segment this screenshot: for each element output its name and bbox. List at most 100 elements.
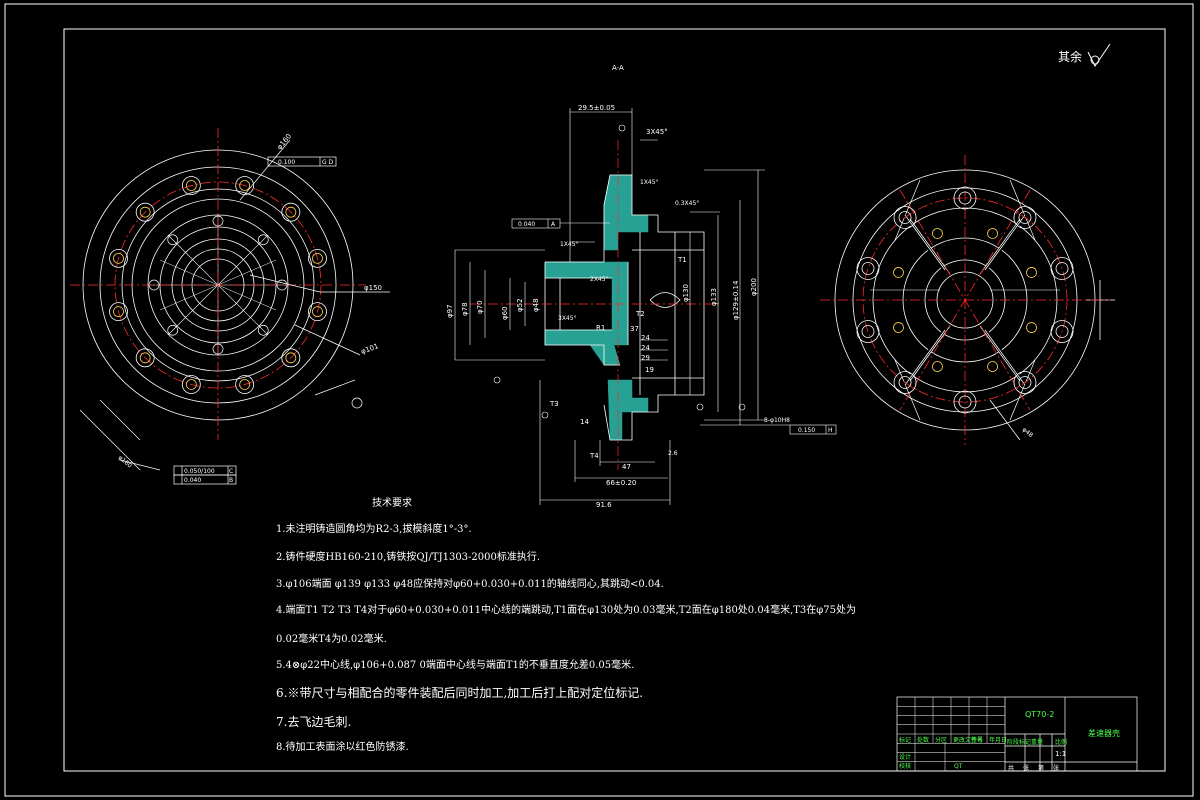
dim-len-37: 37 [630, 325, 639, 333]
bolt-hole [1050, 320, 1074, 343]
left-center-lines [70, 128, 366, 440]
bolt-hole [109, 248, 128, 268]
title-block-label: 第 [1038, 765, 1045, 772]
bolt-hole [181, 375, 201, 394]
dim-len-14: 14 [580, 418, 589, 426]
title-block-label: 标记 [899, 737, 912, 744]
roughness-note: 其余 [1058, 50, 1083, 64]
dim-d60: φ60 [501, 306, 509, 320]
bolt-hole [235, 375, 255, 394]
dim-chamfer-3: 3X45° [558, 315, 577, 322]
bolt-hole [1013, 371, 1037, 394]
right-view [834, 169, 1115, 441]
bolt-hole [135, 202, 155, 222]
inner-hole [1026, 267, 1037, 278]
tech-title: 技术要求 [372, 498, 412, 509]
label-t3: T3 [549, 400, 559, 408]
bolt-hole [856, 257, 880, 280]
dim-len-47: 47 [622, 463, 631, 471]
title-block-label: 更改文件号 [953, 737, 984, 744]
tol-frame-1: 0.040 [518, 221, 535, 228]
dim-len-26: 2.6 [668, 450, 678, 457]
dim-len-29: 29 [641, 354, 650, 362]
inner-hole [167, 234, 179, 246]
dim-chamfer-2: 2X45° [590, 276, 609, 283]
tol-datum-2: H [828, 427, 833, 434]
dim-len-66: 66±0.20 [606, 479, 636, 487]
section-label: A-A [612, 64, 624, 72]
dim-holes: 8-φ10H8 [764, 417, 790, 424]
title-block-label: 张 [1053, 765, 1060, 772]
tol-datum-1: A [551, 221, 556, 228]
section-center [470, 140, 720, 470]
dim-d200: φ200 [750, 278, 758, 296]
title-block-label: 分区 [935, 737, 948, 744]
title-block-label: 处数 [917, 737, 930, 744]
dim-len-24: 24 [641, 334, 650, 342]
dim-len-916: 91.6 [596, 501, 612, 509]
inner-hole [257, 324, 269, 336]
inner-hole [987, 228, 998, 239]
bolt-hole [1050, 257, 1074, 280]
section-outline [544, 174, 705, 441]
inner-hole [1026, 322, 1037, 333]
dim-d97: φ97 [446, 304, 454, 318]
inner-hole [932, 361, 943, 372]
left-tol-e: 0.040 [184, 477, 201, 484]
drawing-number: QT70-2 [1025, 710, 1055, 719]
tech-note: 3.φ106端面 φ139 φ133 φ48应保持对φ60+0.030+0.01… [276, 579, 664, 590]
dim-top-width: 29.5±0.05 [578, 104, 615, 112]
tech-note: 7.去飞边毛刺. [276, 715, 352, 729]
inner-hole [893, 322, 904, 333]
inner-hole [212, 343, 224, 355]
title-block-grid [897, 697, 1005, 771]
bolt-hole [856, 320, 880, 343]
title-block-label: 年月日 [989, 737, 1008, 744]
bolt-hole [281, 348, 301, 368]
left-dim-d: φ180 [117, 454, 133, 469]
bolt-hole [1013, 206, 1037, 229]
tol-frame-2: 0.150 [798, 427, 815, 434]
dim-d130: φ130 [682, 284, 690, 302]
section-dim-lines [454, 108, 790, 505]
left-bolt-holes [109, 176, 327, 394]
dim-chamfer-top: 3X45° [646, 128, 668, 136]
inner-hole [257, 234, 269, 246]
tech-note: 5.4⊗φ22中心线,φ106+0.087 0端面中心线与端面T1的不垂直度允差… [276, 660, 635, 671]
title-block-label: 设计 [899, 754, 912, 761]
bolt-hole [135, 348, 155, 368]
left-tol-b: G D [322, 159, 334, 166]
dim-d139: φ129±0.14 [732, 280, 740, 320]
dim-d48: φ48 [532, 298, 540, 312]
title-block-label: 张 [1023, 765, 1030, 772]
title-block-label: QT [954, 763, 963, 770]
title-block-label: 阶段标记 [1007, 739, 1032, 746]
right-bolt-holes [856, 186, 1074, 414]
tech-note: 0.02毫米T4为0.02毫米. [276, 634, 387, 645]
inner-hole [167, 324, 179, 336]
right-dim: φ48 [1021, 426, 1035, 439]
dim-r1: R1 [596, 324, 605, 332]
dim-d70: φ70 [476, 300, 484, 314]
left-dim-a: φ160 [275, 132, 293, 151]
left-tol-a: 0.100 [278, 159, 295, 166]
inner-hole [987, 361, 998, 372]
right-center [820, 155, 1110, 445]
bolt-hole [308, 248, 327, 268]
tech-note: 2.铸件硬度HB160-210,铸铁按QJ/TJ1303-2000标准执行. [276, 552, 541, 563]
bolt-hole [953, 390, 977, 414]
bolt-hole [109, 302, 128, 322]
left-leaders [79, 139, 390, 471]
title-block-label: 重量 [1031, 739, 1044, 746]
dim-d133: φ133 [710, 288, 718, 306]
left-tol-frames [173, 156, 337, 485]
label-t2: T2 [635, 310, 645, 318]
section-hatch [544, 174, 649, 441]
part-name: 差速器壳 [1088, 729, 1120, 738]
inner-hole [276, 279, 288, 291]
left-tol-d: C [229, 468, 233, 475]
dim-d78: φ78 [461, 302, 469, 316]
inner-hole [893, 267, 904, 278]
title-block-label: 共 [1008, 765, 1015, 772]
left-tol-c: 0.050/100 [184, 468, 215, 475]
